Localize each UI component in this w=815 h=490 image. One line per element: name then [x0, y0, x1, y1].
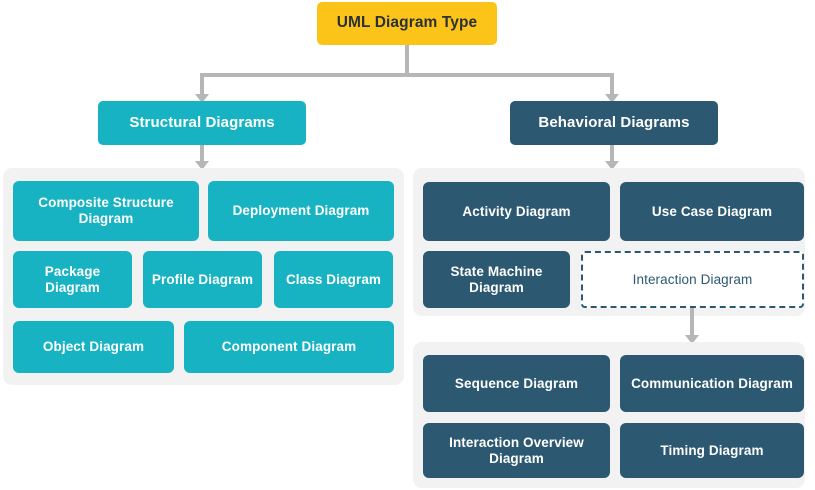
card-communication-diagram[interactable]: Communication Diagram — [620, 355, 804, 412]
card-class-diagram[interactable]: Class Diagram — [274, 251, 393, 308]
node-uml-diagram-type[interactable]: UML Diagram Type — [317, 2, 497, 45]
card-deployment-diagram[interactable]: Deployment Diagram — [208, 181, 394, 241]
card-object-diagram[interactable]: Object Diagram — [13, 321, 174, 373]
connector-structural-to-panel — [200, 145, 204, 163]
node-structural-diagrams[interactable]: Structural Diagrams — [98, 101, 306, 145]
card-timing-diagram[interactable]: Timing Diagram — [620, 423, 804, 478]
node-behavioral-diagrams[interactable]: Behavioral Diagrams — [510, 101, 718, 145]
arrowhead-structural — [195, 94, 209, 103]
connector-drop-behavioral — [610, 73, 614, 96]
card-component-diagram[interactable]: Component Diagram — [184, 321, 394, 373]
arrowhead-behavioral — [605, 94, 619, 103]
card-activity-diagram[interactable]: Activity Diagram — [423, 182, 610, 241]
card-composite-structure-diagram[interactable]: Composite Structure Diagram — [13, 181, 199, 241]
card-sequence-diagram[interactable]: Sequence Diagram — [423, 355, 610, 412]
connector-root-stem — [405, 45, 409, 75]
card-profile-diagram[interactable]: Profile Diagram — [143, 251, 262, 308]
arrowhead-interaction-subpanel — [685, 335, 699, 344]
connector-behavioral-to-panel — [610, 145, 614, 163]
connector-interaction-to-subpanel — [690, 308, 694, 337]
arrowhead-structural-panel — [195, 161, 209, 170]
card-interaction-diagram[interactable]: Interaction Diagram — [581, 251, 804, 308]
connector-drop-structural — [200, 73, 204, 96]
connector-root-bar — [200, 73, 612, 77]
card-interaction-overview-diagram[interactable]: Interaction Overview Diagram — [423, 423, 610, 478]
arrowhead-behavioral-panel — [605, 161, 619, 170]
card-state-machine-diagram[interactable]: State Machine Diagram — [423, 251, 570, 308]
card-use-case-diagram[interactable]: Use Case Diagram — [620, 182, 804, 241]
card-package-diagram[interactable]: Package Diagram — [13, 251, 132, 308]
